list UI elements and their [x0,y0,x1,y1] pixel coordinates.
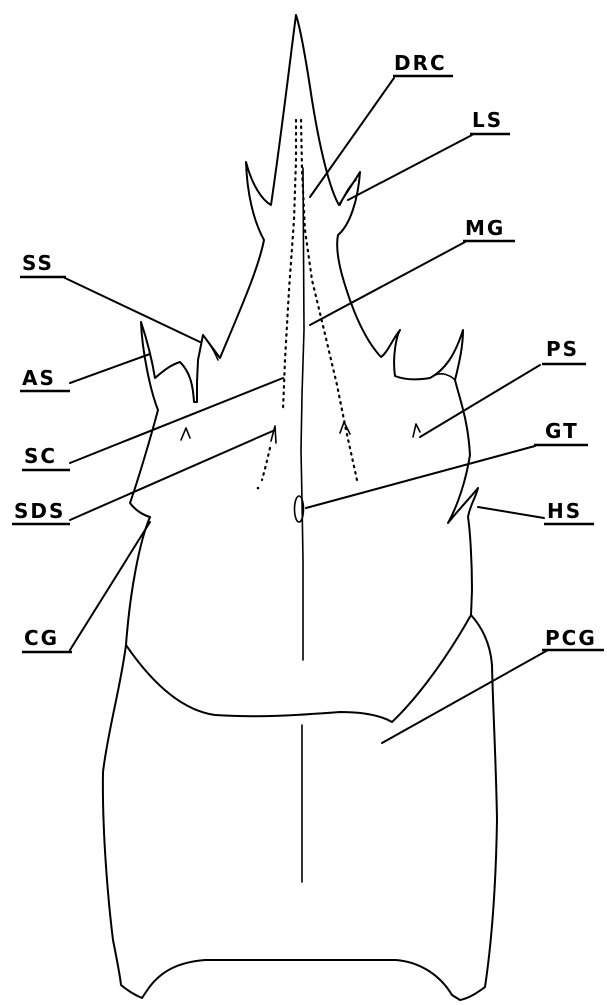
leader-ss [65,278,200,342]
leader-sds [70,430,275,520]
leader-mg [310,242,465,325]
leader-ps [420,365,540,437]
label-ls: LS [472,108,503,132]
median-groove-line [301,168,304,660]
dotted-carinae [257,120,357,489]
leader-cg [70,522,150,650]
leader-gt [306,446,535,508]
labels: DRC LS MG SS AS PS SC GT SDS HS CG PCG [12,51,604,652]
leader-pcg [382,650,548,743]
leader-ls [348,135,472,200]
label-drc: DRC [394,51,447,75]
leader-sc [70,378,283,463]
label-cg: CG [24,626,59,650]
leader-as [70,354,150,383]
spines [126,180,471,722]
label-mg: MG [465,216,505,240]
label-ss: SS [22,251,54,275]
label-hs: HS [547,499,582,523]
leader-hs [478,507,544,518]
leader-drc [310,78,394,197]
carapace-outline [103,15,497,1000]
label-sds: SDS [14,499,65,523]
label-ps: PS [546,337,579,361]
leader-lines [65,78,548,743]
label-as: AS [22,366,56,390]
median-features [181,168,420,882]
label-pcg: PCG [545,626,597,650]
label-gt: GT [545,419,579,443]
label-sc: SC [24,444,57,468]
